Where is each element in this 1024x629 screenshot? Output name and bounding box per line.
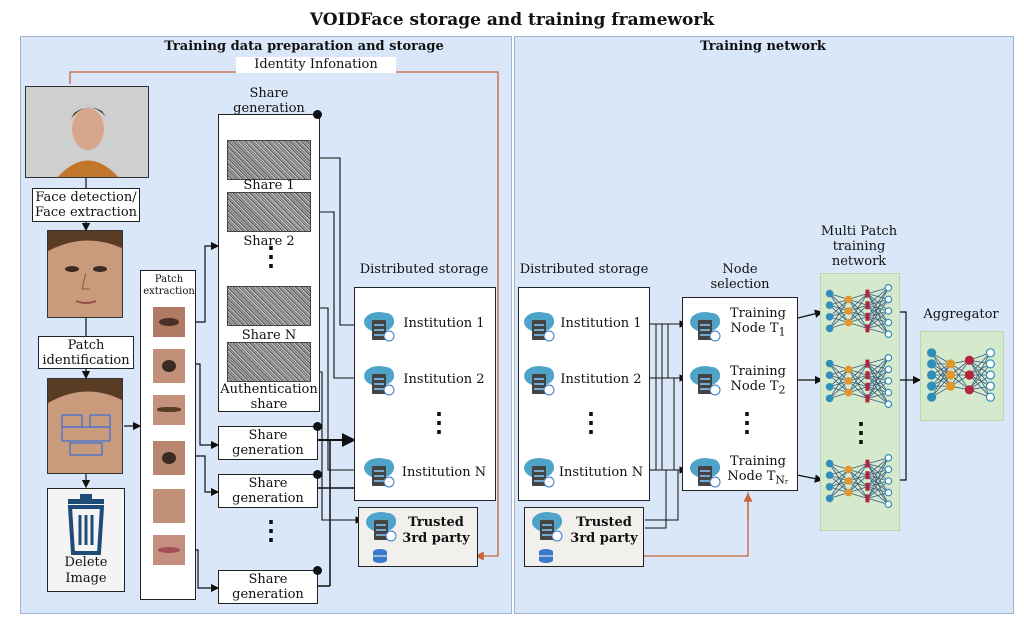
node-ellipsis: ⋮	[734, 408, 760, 438]
neural-network-icon	[824, 282, 894, 344]
original-face-photo	[25, 86, 149, 178]
left-institution-ellipsis: ⋮	[426, 408, 452, 438]
left-institution-2: Institution 2	[403, 372, 485, 387]
right-panel-title: Training network	[700, 39, 826, 54]
left-institution-n: Institution N	[401, 465, 487, 480]
share-1-image	[227, 140, 311, 180]
share-generation-box-3: Share generation	[218, 570, 318, 604]
share-generation-box-2: Share generation	[218, 474, 318, 508]
trash-icon	[67, 494, 105, 555]
training-node-2-sub: 2	[778, 383, 786, 397]
aggregator-network-icon	[926, 338, 996, 416]
neural-network-icon	[824, 452, 894, 514]
database-icon	[538, 548, 554, 567]
share-2-image	[227, 192, 311, 232]
patch-identification-box: Patch identification	[38, 336, 134, 369]
right-institution-1: Institution 1	[560, 316, 642, 331]
face-detection-box: Face detection/ Face extraction	[32, 188, 140, 222]
identity-information-label: Identity Infonation	[236, 57, 396, 73]
share-2-label: Share 2	[243, 234, 295, 249]
cropped-face-icon	[48, 231, 122, 317]
share-generation-minus-icon	[313, 110, 322, 119]
patch-eye	[153, 441, 185, 475]
cloud-server-icon	[530, 510, 564, 548]
network-ellipsis: ⋮	[848, 418, 874, 448]
patched-face-photo	[47, 378, 123, 474]
authentication-share-label: Authentication share	[220, 382, 318, 412]
plus-node-icon	[313, 470, 322, 479]
cloud-server-icon	[362, 310, 396, 348]
node-selection-label: Node selection	[710, 262, 770, 292]
right-distributed-storage-label: Distributed storage	[519, 262, 649, 277]
delete-image-label: Delete Image	[64, 555, 108, 586]
left-trusted-party-label: Trusted 3rd party	[402, 515, 470, 546]
training-node-n-label: Training Node T	[727, 454, 787, 484]
training-node-n: Training Node TNᵣ	[720, 454, 796, 488]
training-node-2-label: Training Node T	[729, 364, 787, 394]
cloud-server-icon	[688, 364, 722, 402]
left-panel-title: Training data preparation and storage	[164, 39, 444, 54]
patch-grid-face-icon	[48, 379, 122, 473]
share-ellipsis: ⋮	[258, 242, 284, 272]
right-institution-ellipsis: ⋮	[578, 408, 604, 438]
patch-eye-right	[153, 349, 185, 383]
extracted-face-photo	[47, 230, 123, 318]
cloud-server-icon	[522, 456, 556, 494]
patch-nose	[153, 489, 185, 523]
training-node-n-sub: Nᵣ	[775, 473, 789, 487]
share-generation-header: Share generation	[233, 86, 305, 116]
share-n-label: Share N	[241, 328, 297, 343]
share-1-label: Share 1	[243, 178, 295, 193]
left-distributed-storage-label: Distributed storage	[359, 262, 489, 277]
share-n-image	[227, 286, 311, 326]
training-node-2: Training Node T2	[720, 364, 796, 398]
cloud-server-icon	[362, 456, 396, 494]
cloud-server-icon	[522, 310, 556, 348]
authentication-share-image	[227, 342, 311, 382]
plus-node-icon	[313, 422, 322, 431]
cloud-server-icon	[688, 456, 722, 494]
cloud-server-icon	[522, 364, 556, 402]
multipatch-label: Multi Patch training network	[820, 224, 898, 269]
patch-extraction-box: Patch extraction	[140, 270, 196, 600]
database-icon	[372, 548, 388, 567]
right-institution-2: Institution 2	[560, 372, 642, 387]
plus-node-icon	[313, 566, 322, 575]
training-node-1: Training Node T1	[720, 306, 796, 340]
patch-eyebrow	[153, 395, 185, 425]
left-institution-1: Institution 1	[403, 316, 485, 331]
right-trusted-party-label: Trusted 3rd party	[570, 515, 638, 546]
neural-network-icon	[824, 352, 894, 414]
share-generation-ellipsis: ⋮	[258, 516, 284, 546]
training-node-1-label: Training Node T	[729, 306, 787, 336]
training-node-1-sub: 1	[778, 325, 786, 339]
patch-mouth	[153, 535, 185, 565]
face-illustration-icon	[26, 87, 148, 177]
share-generation-box-1: Share generation	[218, 426, 318, 460]
patch-eye-left	[153, 307, 185, 337]
cloud-server-icon	[364, 510, 398, 548]
cloud-server-icon	[362, 364, 396, 402]
delete-image-box: Delete Image	[47, 488, 125, 592]
cloud-server-icon	[688, 310, 722, 348]
figure-title: VOIDFace storage and training framework	[309, 10, 715, 30]
patch-extraction-label: Patch extraction	[143, 274, 195, 297]
aggregator-label: Aggregator	[923, 307, 999, 322]
right-institution-n: Institution N	[558, 465, 644, 480]
